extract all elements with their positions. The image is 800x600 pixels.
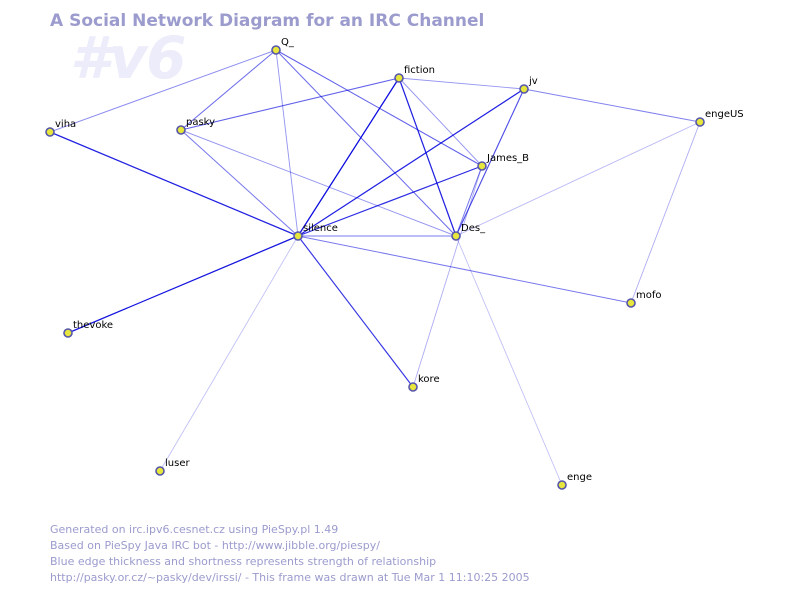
node-Q_: Q_	[271, 37, 295, 55]
edge-fiction-James_B	[398, 77, 483, 167]
node-fiction: fiction	[394, 65, 435, 83]
node-marker	[155, 466, 165, 476]
edge-fiction-pasky	[180, 77, 400, 131]
node-marker	[394, 73, 404, 83]
node-label: luser	[165, 458, 190, 469]
node-marker	[45, 127, 55, 137]
edge-fiction-jv	[398, 77, 525, 90]
nodes-layer: Q_fiction jv viha pasky engeUS James_Bsilence…	[45, 37, 744, 490]
edge-engeUS-mofo	[630, 121, 701, 304]
node-marker	[63, 328, 73, 338]
edge-silence-kore	[297, 235, 414, 388]
edge-Des_-engeUS	[455, 121, 701, 237]
edge-Q_-viha	[49, 49, 277, 133]
edge-silence-mofo	[297, 235, 632, 304]
edge-viha-silence	[49, 131, 299, 237]
node-James_B: James_B	[477, 153, 529, 171]
edge-silence-luser	[159, 235, 299, 472]
node-label: fiction	[404, 65, 435, 76]
node-label: silence	[303, 223, 338, 234]
node-label: James_B	[486, 153, 529, 164]
node-viha: viha	[45, 119, 76, 137]
edge-James_B-Des_	[455, 165, 483, 237]
edge-jv-silence	[297, 88, 525, 237]
node-marker	[451, 231, 461, 241]
edge-Q_-pasky	[180, 49, 277, 131]
edge-Q_-James_B	[275, 49, 483, 167]
node-luser: luser	[155, 458, 190, 476]
footer-line-based-on: Based on PieSpy Java IRC bot - http://ww…	[50, 539, 380, 552]
edge-fiction-silence	[297, 77, 400, 237]
node-thevoke: thevoke	[63, 320, 113, 338]
edge-silence-thevoke	[67, 235, 299, 334]
node-marker	[176, 125, 186, 135]
node-label: enge	[567, 472, 592, 483]
edge-James_B-kore	[412, 165, 483, 388]
node-marker	[519, 84, 529, 94]
node-marker	[477, 161, 487, 171]
node-marker	[293, 231, 303, 241]
node-label: viha	[55, 119, 76, 130]
node-label: kore	[418, 374, 440, 385]
node-label: thevoke	[73, 320, 113, 331]
node-marker	[271, 45, 281, 55]
node-silence: silence	[293, 223, 338, 241]
node-marker	[408, 382, 418, 392]
edge-fiction-Des_	[398, 77, 457, 237]
footer-credits: Generated on irc.ipv6.cesnet.cz using Pi…	[50, 522, 530, 586]
edge-Q_-Des_	[275, 49, 457, 237]
edge-Q_-silence	[275, 49, 299, 237]
node-enge: enge	[557, 472, 592, 490]
node-label: Des_	[461, 223, 486, 234]
node-label: jv	[528, 76, 538, 87]
edge-pasky-silence	[180, 129, 299, 237]
node-marker	[626, 298, 636, 308]
node-kore: kore	[408, 374, 440, 392]
edge-Des_-enge	[455, 235, 563, 486]
node-jv: jv	[519, 76, 538, 94]
node-marker	[557, 480, 567, 490]
node-label: engeUS	[705, 109, 744, 120]
edge-jv-engeUS	[523, 88, 701, 123]
footer-line-legend: Blue edge thickness and shortness repres…	[50, 555, 437, 568]
diagram-title: A Social Network Diagram for an IRC Chan…	[50, 11, 485, 31]
node-Des_: Des_	[451, 223, 486, 241]
node-label: mofo	[636, 290, 662, 301]
node-engeUS: engeUS	[695, 109, 744, 127]
node-pasky: pasky	[176, 117, 215, 135]
edge-James_B-silence	[297, 165, 483, 237]
footer-line-url-timestamp: http://pasky.or.cz/~pasky/dev/irssi/ - T…	[50, 571, 530, 584]
node-label: pasky	[186, 117, 215, 128]
node-label: Q_	[281, 37, 295, 48]
edges-layer	[49, 49, 701, 486]
edge-pasky-Des_	[180, 129, 457, 237]
footer-line-generated: Generated on irc.ipv6.cesnet.cz using Pi…	[50, 523, 339, 536]
node-mofo: mofo	[626, 290, 662, 308]
node-marker	[695, 117, 705, 127]
channel-watermark: #v6	[70, 24, 187, 92]
edge-jv-Des_	[455, 88, 525, 237]
